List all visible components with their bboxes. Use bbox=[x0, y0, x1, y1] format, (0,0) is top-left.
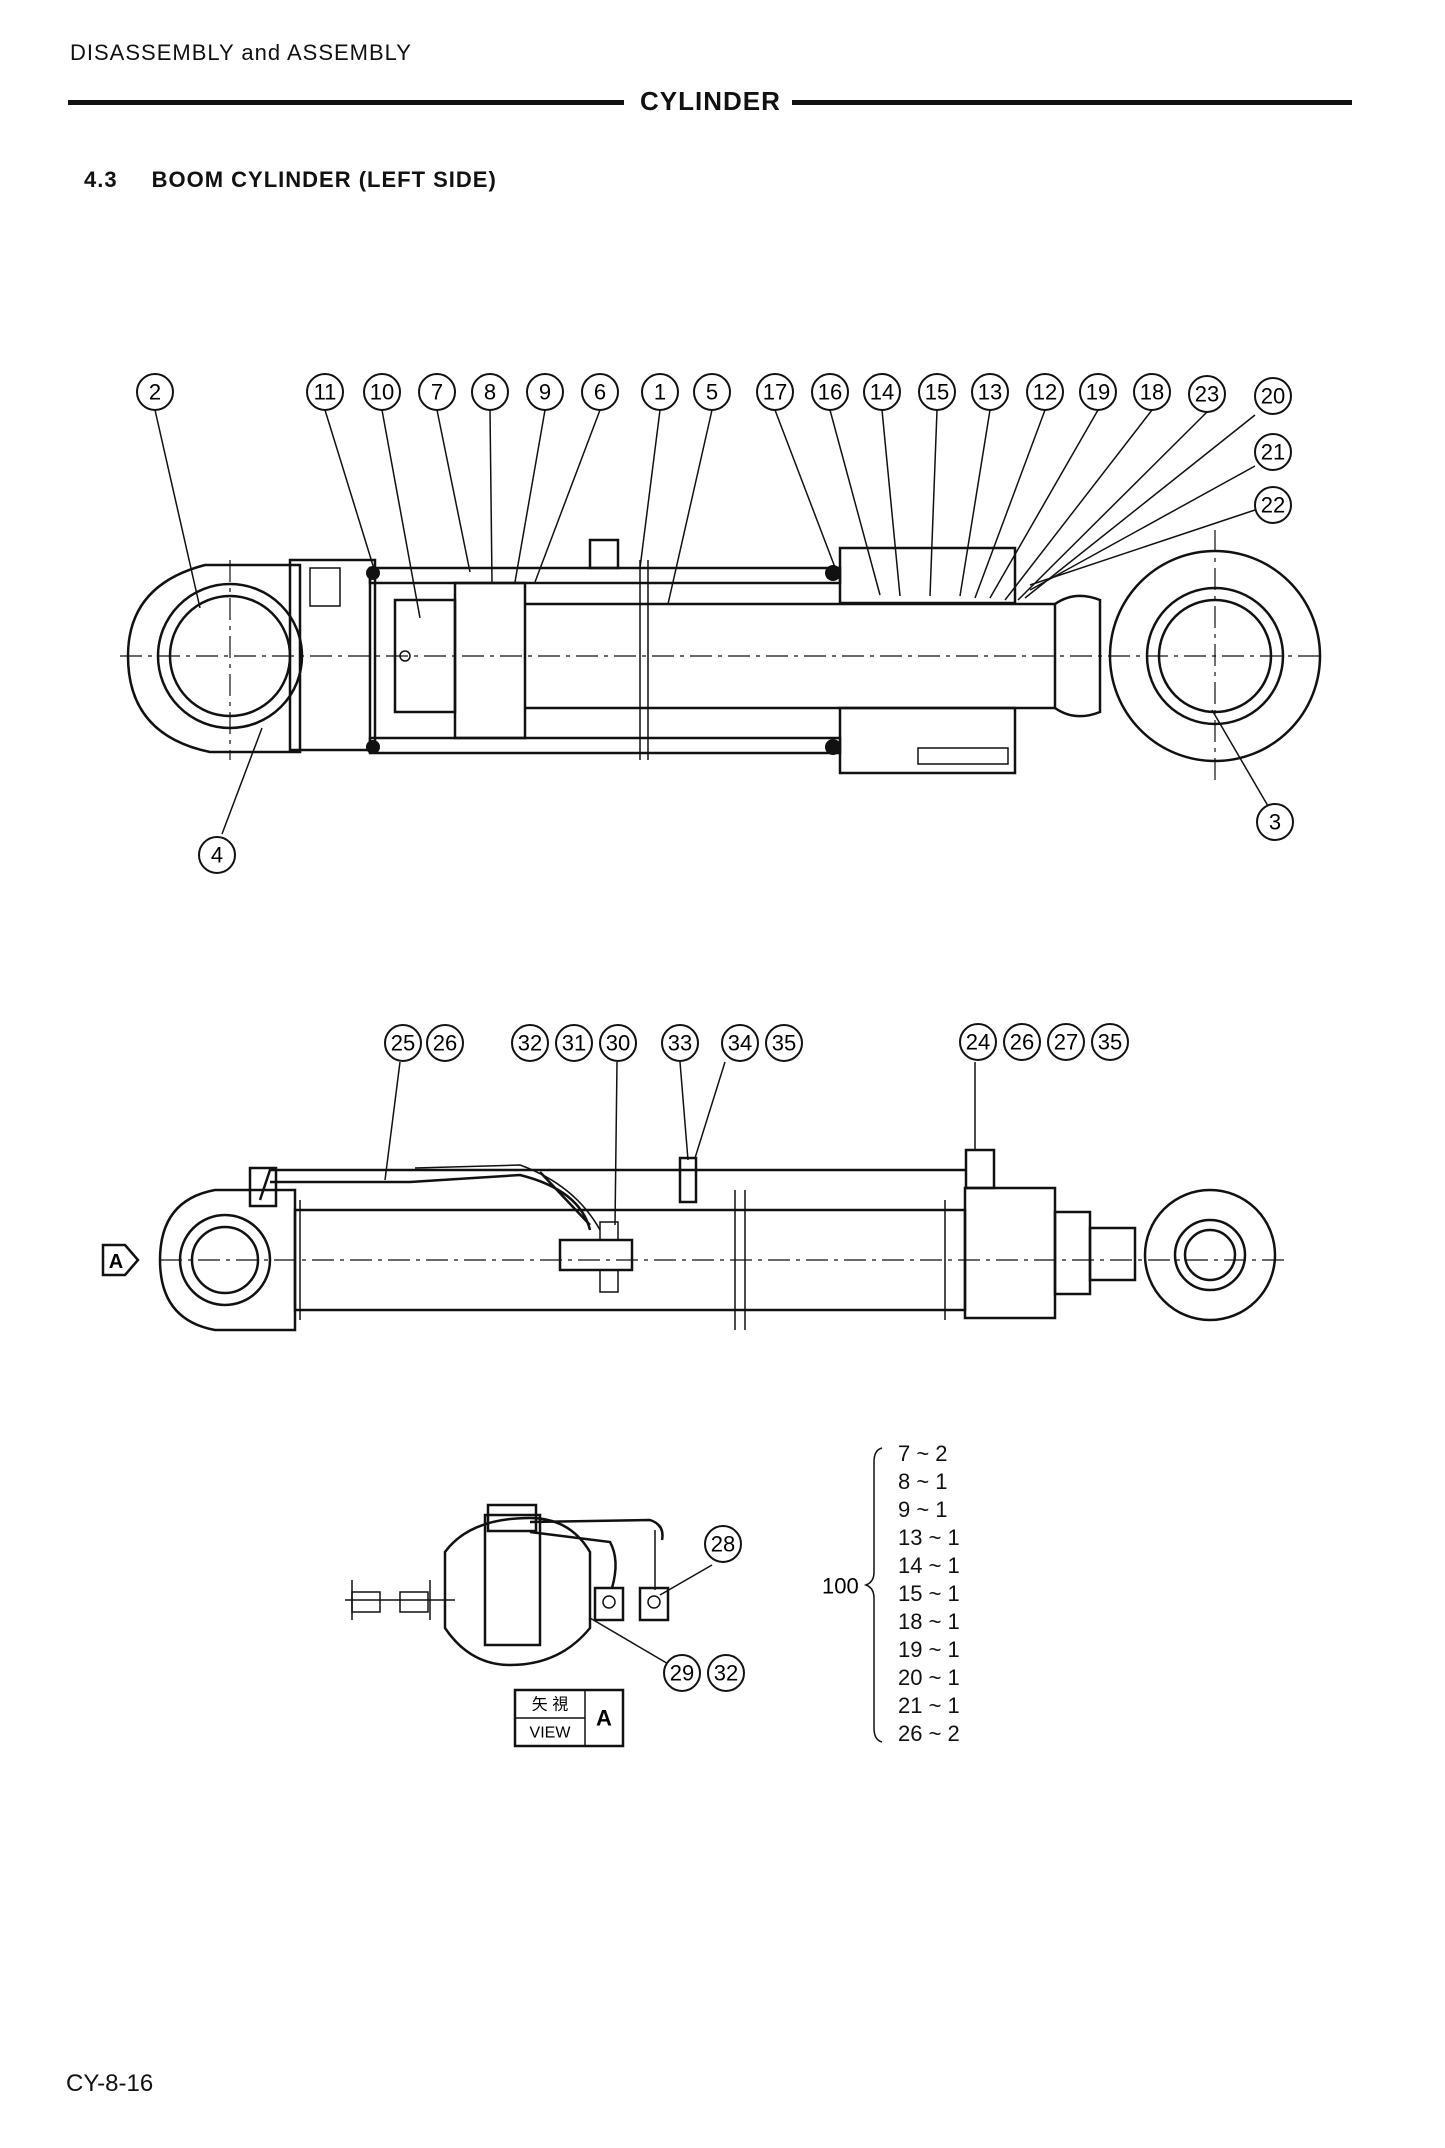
callout-34: 34 bbox=[728, 1031, 752, 1056]
callout-5: 5 bbox=[706, 380, 718, 405]
view-label-kanji: 矢 視 bbox=[532, 1696, 568, 1714]
callout-17: 17 bbox=[763, 380, 787, 405]
callout-20: 20 bbox=[1261, 384, 1285, 409]
callout-33: 33 bbox=[668, 1031, 692, 1056]
callout-25: 25 bbox=[391, 1031, 415, 1056]
middle-callouts: 25 26 32 31 30 33 34 35 24 26 27 35 bbox=[384, 1023, 1129, 1062]
callout-1: 1 bbox=[654, 380, 666, 405]
callout-26a: 26 bbox=[433, 1031, 457, 1056]
callout-2: 2 bbox=[149, 380, 161, 405]
kit-item: 9 ~ 1 bbox=[898, 1497, 948, 1522]
callout-12: 12 bbox=[1033, 380, 1057, 405]
chapter-title: CYLINDER bbox=[632, 86, 789, 117]
kit-item: 20 ~ 1 bbox=[898, 1665, 960, 1690]
callout-11: 11 bbox=[314, 380, 337, 405]
callout-26b: 26 bbox=[1010, 1030, 1034, 1055]
callout-35a: 35 bbox=[772, 1031, 796, 1056]
callout-32a: 32 bbox=[518, 1031, 542, 1056]
callout-22: 22 bbox=[1261, 493, 1285, 518]
header-rule-left bbox=[68, 100, 624, 105]
callout-9: 9 bbox=[539, 380, 551, 405]
kit-number: 100 bbox=[822, 1574, 859, 1599]
callout-23: 23 bbox=[1195, 382, 1219, 407]
view-callouts: 28 29 32 bbox=[663, 1525, 745, 1692]
callout-27: 27 bbox=[1054, 1030, 1078, 1055]
callout-10: 10 bbox=[370, 380, 394, 405]
callout-16: 16 bbox=[818, 380, 842, 405]
callout-3: 3 bbox=[1269, 810, 1281, 835]
kit-item: 13 ~ 1 bbox=[898, 1525, 960, 1550]
kit-parts-list: 7 ~ 2 8 ~ 1 9 ~ 1 13 ~ 1 14 ~ 1 15 ~ 1 1… bbox=[898, 1440, 960, 1748]
callout-29: 29 bbox=[670, 1661, 694, 1686]
callout-8: 8 bbox=[484, 380, 496, 405]
kit-item: 7 ~ 2 bbox=[898, 1441, 948, 1466]
kit-item: 19 ~ 1 bbox=[898, 1637, 960, 1662]
upper-leaders bbox=[154, 409, 1269, 835]
page-title: 4.3 BOOM CYLINDER (LEFT SIDE) bbox=[84, 167, 497, 193]
callout-32b: 32 bbox=[714, 1661, 738, 1686]
callout-4: 4 bbox=[211, 843, 223, 868]
boom-cylinder-section-view bbox=[120, 530, 1325, 785]
view-label-view: VIEW bbox=[530, 1725, 572, 1742]
callout-6: 6 bbox=[594, 380, 606, 405]
kit-item: 21 ~ 1 bbox=[898, 1693, 960, 1718]
callout-31: 31 bbox=[562, 1031, 586, 1056]
callout-15: 15 bbox=[925, 380, 949, 405]
view-a-detail bbox=[345, 1503, 713, 1748]
callout-18: 18 bbox=[1140, 380, 1164, 405]
callout-19: 19 bbox=[1086, 380, 1110, 405]
kit-item: 8 ~ 1 bbox=[898, 1469, 948, 1494]
arrow-a-label: A bbox=[109, 1251, 123, 1273]
kit-item: 14 ~ 1 bbox=[898, 1553, 960, 1578]
kit-brace bbox=[863, 1447, 883, 1743]
title-number: 4.3 bbox=[84, 167, 118, 192]
kit-item: 18 ~ 1 bbox=[898, 1609, 960, 1634]
callout-35b: 35 bbox=[1098, 1030, 1122, 1055]
header-rule-right bbox=[792, 100, 1352, 105]
kit-item: 15 ~ 1 bbox=[898, 1581, 960, 1606]
callout-7: 7 bbox=[431, 380, 443, 405]
page-number: CY-8-16 bbox=[66, 2070, 154, 2097]
view-label-letter: A bbox=[596, 1706, 612, 1731]
callout-14: 14 bbox=[870, 380, 894, 405]
middle-leaders bbox=[384, 1061, 976, 1226]
callout-13: 13 bbox=[978, 380, 1002, 405]
callout-21: 21 bbox=[1261, 440, 1285, 465]
callout-24: 24 bbox=[966, 1030, 990, 1055]
callout-30: 30 bbox=[606, 1031, 630, 1056]
callout-28: 28 bbox=[711, 1532, 735, 1557]
section-header: DISASSEMBLY and ASSEMBLY bbox=[70, 40, 412, 65]
upper-callouts: 2 11 10 7 8 9 6 1 5 17 16 14 15 13 12 19… bbox=[136, 373, 1294, 874]
kit-item: 26 ~ 2 bbox=[898, 1721, 960, 1746]
title-text: BOOM CYLINDER (LEFT SIDE) bbox=[151, 167, 497, 192]
boom-cylinder-external-view bbox=[101, 1148, 1290, 1332]
